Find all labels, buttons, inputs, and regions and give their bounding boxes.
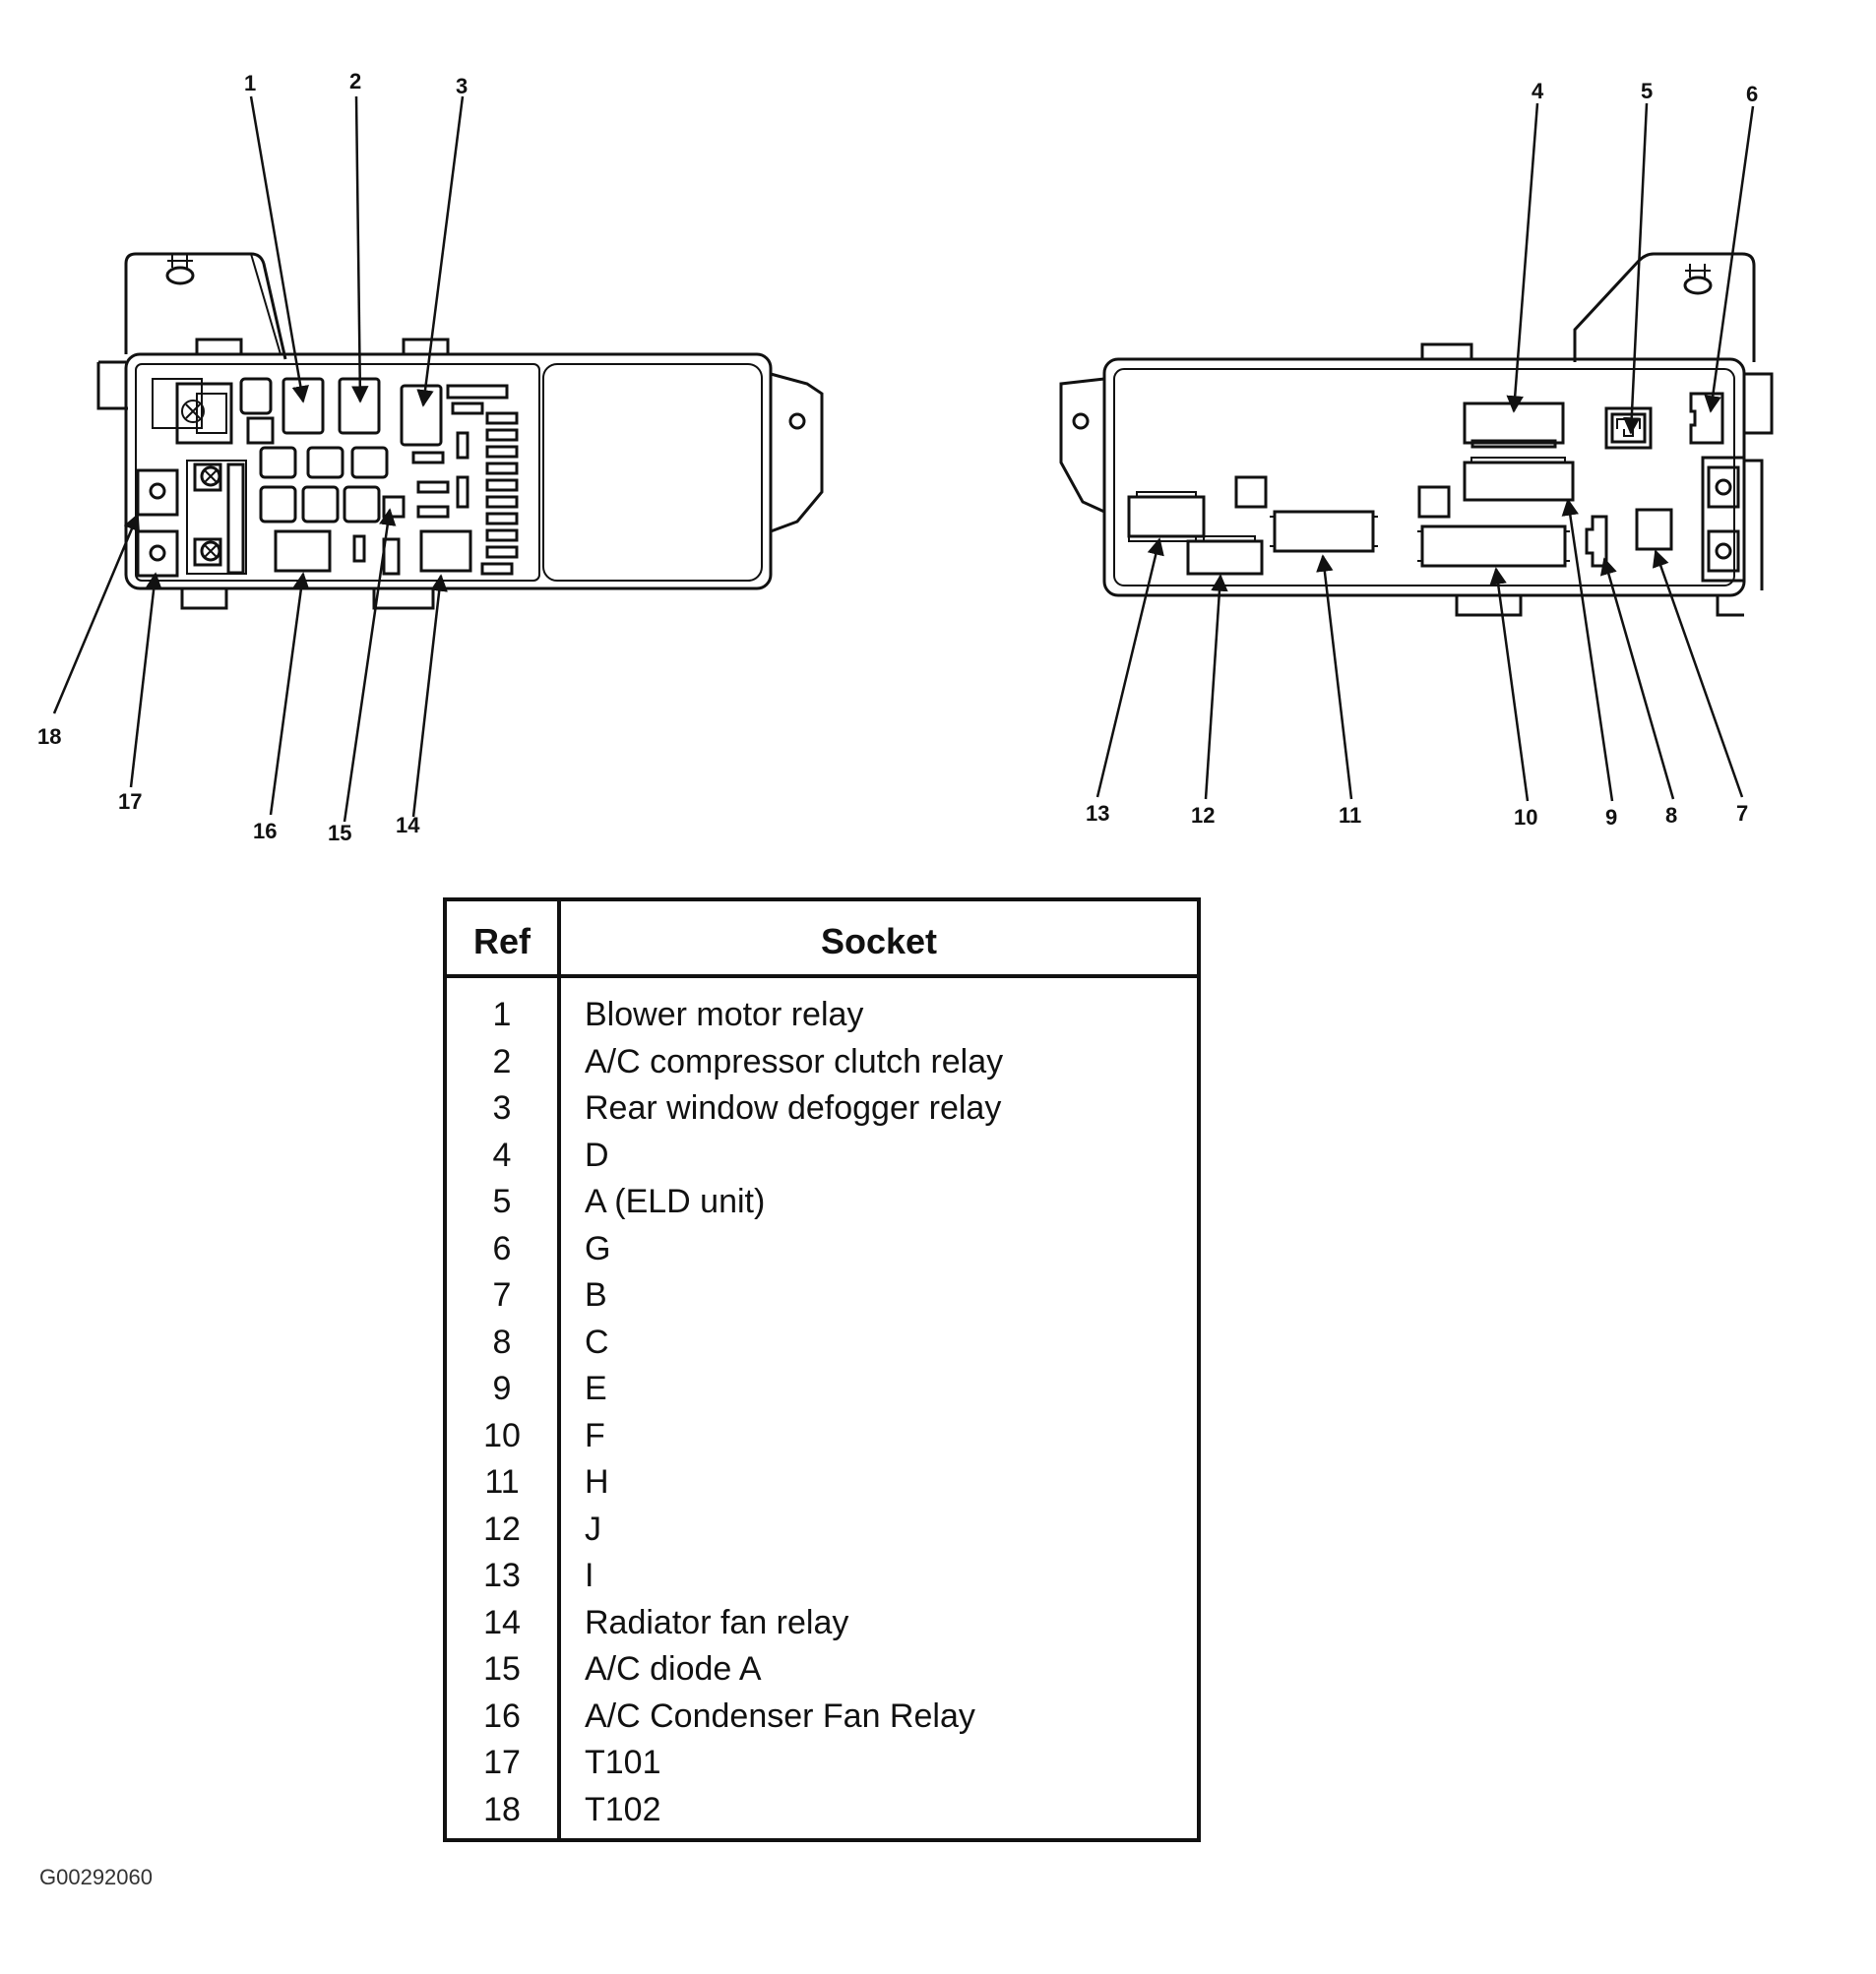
table-row: 16 A/C Condenser Fan Relay: [447, 1694, 1197, 1741]
table-row: 11 H: [447, 1459, 1197, 1507]
callout-17: 17: [118, 789, 142, 814]
socket-cell: A/C diode A: [585, 1650, 762, 1688]
table-row: 3 Rear window defogger relay: [447, 1085, 1197, 1133]
callout-8: 8: [1665, 803, 1677, 828]
socket-cell: A (ELD unit): [585, 1183, 766, 1220]
callout-6: 6: [1746, 82, 1758, 106]
ref-cell: 4: [492, 1136, 512, 1174]
socket-cell: J: [585, 1510, 601, 1548]
callout-12: 12: [1191, 803, 1215, 828]
socket-cell: F: [585, 1416, 605, 1454]
ref-cell: 1: [492, 996, 512, 1033]
table-row: 1 Blower motor relay: [447, 992, 1197, 1039]
callout-5: 5: [1641, 79, 1653, 103]
left-fuse-box: [96, 252, 824, 610]
ref-cell: 13: [483, 1557, 521, 1594]
table-row: 2 A/C compressor clutch relay: [447, 1039, 1197, 1086]
table-body: 1 Blower motor relay 2 A/C compressor clut…: [447, 992, 1197, 1833]
ref-cell: 6: [492, 1229, 512, 1267]
callout-18: 18: [37, 724, 61, 749]
callout-13: 13: [1086, 801, 1109, 826]
socket-cell: A/C Condenser Fan Relay: [585, 1696, 975, 1735]
ref-cell: 15: [483, 1650, 521, 1688]
ref-cell: 5: [492, 1183, 512, 1220]
ref-cell: 7: [492, 1276, 512, 1314]
socket-cell: I: [585, 1557, 594, 1594]
figure-code: G00292060: [39, 1865, 153, 1889]
socket-cell: C: [585, 1323, 609, 1361]
callout-4: 4: [1532, 79, 1544, 103]
callout-1: 1: [244, 71, 256, 95]
callout-7: 7: [1736, 801, 1748, 826]
ref-cell: 14: [483, 1603, 521, 1641]
ref-cell: 16: [483, 1696, 521, 1735]
table-row: 5 A (ELD unit): [447, 1179, 1197, 1226]
header-socket: Socket: [820, 921, 938, 961]
table-row: 18 T102: [447, 1787, 1197, 1834]
socket-cell: E: [585, 1370, 607, 1407]
table-row: 17 T101: [447, 1740, 1197, 1787]
callout-2: 2: [349, 69, 361, 93]
callout-15: 15: [328, 821, 351, 845]
callout-labels: 1 2 3 4 5 6 7 8 9 10 11 12 13 14 15 16 1…: [37, 69, 1758, 845]
table-row: 10 F: [447, 1413, 1197, 1460]
ref-cell: 2: [492, 1042, 512, 1080]
socket-cell: B: [585, 1276, 607, 1314]
table-row: 12 J: [447, 1507, 1197, 1554]
ref-cell: 9: [492, 1370, 512, 1407]
socket-cell: D: [585, 1136, 609, 1174]
socket-cell: H: [585, 1463, 609, 1501]
column-divider: [557, 901, 561, 1838]
ref-cell: 17: [483, 1744, 521, 1781]
table-row: 15 A/C diode A: [447, 1646, 1197, 1694]
table-row: 14 Radiator fan relay: [447, 1600, 1197, 1647]
header-ref: Ref: [472, 921, 531, 961]
table-header: Ref Socket: [447, 901, 1197, 978]
socket-cell: Rear window defogger relay: [585, 1089, 1002, 1127]
callout-11: 11: [1339, 803, 1361, 828]
ref-cell: 8: [492, 1323, 512, 1361]
socket-cell: Blower motor relay: [585, 996, 864, 1033]
socket-cell: T102: [585, 1790, 661, 1828]
callout-16: 16: [253, 819, 277, 843]
ref-cell: 12: [483, 1510, 521, 1548]
callout-9: 9: [1605, 805, 1617, 830]
socket-cell: T101: [585, 1744, 661, 1781]
callout-14: 14: [396, 813, 420, 837]
callout-10: 10: [1514, 805, 1537, 830]
socket-cell: Radiator fan relay: [585, 1603, 849, 1641]
socket-cell: A/C compressor clutch relay: [585, 1042, 1004, 1080]
callout-3: 3: [456, 74, 468, 98]
right-fuse-box: [1059, 252, 1774, 617]
ref-cell: 18: [483, 1790, 521, 1828]
table-row: 13 I: [447, 1553, 1197, 1600]
socket-cell: G: [585, 1229, 611, 1267]
ref-cell: 3: [492, 1089, 512, 1127]
ref-cell: 10: [483, 1416, 521, 1454]
leader-lines: [52, 95, 1755, 823]
reference-table: Ref Socket 1 Blower motor relay 2 A/C comp…: [443, 897, 1201, 1842]
ref-cell: 11: [484, 1463, 520, 1501]
